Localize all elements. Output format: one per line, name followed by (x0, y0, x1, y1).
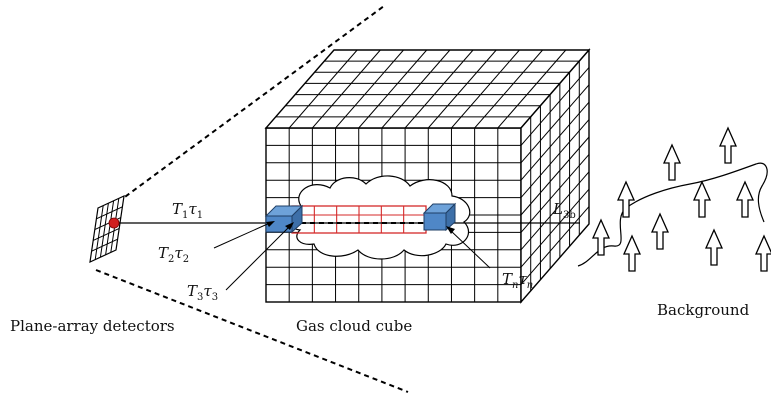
detector-array (89, 194, 125, 264)
background-up-arrow-icon (616, 180, 636, 218)
fov-upper-dashed-line (117, 5, 385, 203)
background-up-arrow-icon (735, 180, 755, 218)
label-gas-cloud-cube: Gas cloud cube (296, 317, 412, 335)
first-cell-cube (264, 204, 304, 234)
background-up-arrow-icon (622, 234, 642, 272)
detector-pixel-dot (108, 217, 120, 229)
label-t3-tau3: T3τ3 (187, 282, 218, 303)
background-up-arrow-icon (692, 180, 712, 218)
label-plane-array-detectors: Plane-array detectors (10, 317, 175, 335)
background-arrows (591, 126, 771, 272)
background-up-arrow-icon (718, 126, 738, 164)
leader-t3 (225, 222, 294, 291)
background-terrain-curve (577, 162, 768, 267)
background-up-arrow-icon (650, 212, 670, 250)
label-t1-tau1: T1τ1 (172, 200, 203, 221)
leader-tn (446, 226, 491, 269)
fov-lower-dashed-line (95, 269, 409, 393)
label-background: Background (657, 301, 750, 319)
background-up-arrow-icon (662, 143, 682, 181)
label-tn-taun: Tnτn (502, 270, 533, 291)
label-t2-tau2: T2τ2 (158, 244, 189, 265)
background-up-arrow-icon (754, 234, 771, 272)
gas-cloud-outline (286, 175, 471, 260)
last-cell-cube (422, 202, 457, 232)
label-l3b: L3b (552, 200, 576, 221)
background-up-arrow-icon (591, 218, 611, 256)
background-up-arrow-icon (704, 228, 724, 266)
gas-cloud-cube (264, 48, 591, 304)
leader-t2 (213, 221, 275, 249)
